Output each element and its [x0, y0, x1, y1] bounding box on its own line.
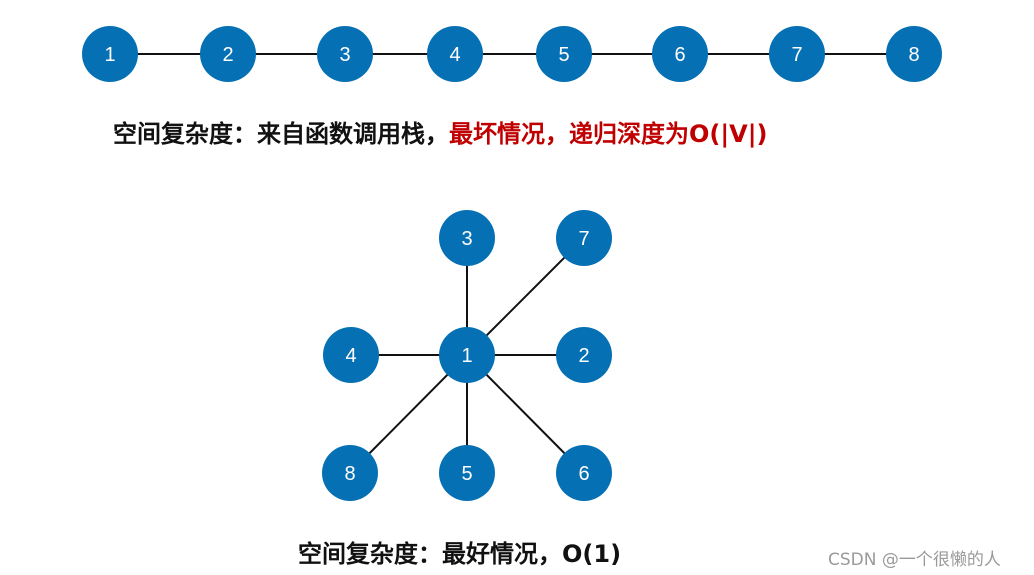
- path-node-4: [427, 26, 483, 82]
- star-node-8: [322, 445, 378, 501]
- path-node-label-4: 4: [449, 44, 460, 66]
- path-node-3: [317, 26, 373, 82]
- star-node-2: [556, 327, 612, 383]
- star-node-label-5: 5: [461, 463, 472, 485]
- path-node-label-6: 6: [674, 44, 685, 66]
- path-node-label-1: 1: [104, 44, 115, 66]
- star-node-label-6: 6: [578, 463, 589, 485]
- path-node-label-8: 8: [908, 44, 919, 66]
- path-graph: 1 2 3 4 5 6 7 8: [82, 26, 942, 82]
- path-node-label-3: 3: [339, 44, 350, 66]
- star-node-label-3: 3: [461, 228, 472, 250]
- path-node-label-5: 5: [558, 44, 569, 66]
- star-node-4: [323, 327, 379, 383]
- star-graph: 1 2 3 4 5 6 7 8: [322, 210, 612, 501]
- star-node-label-1: 1: [461, 345, 472, 367]
- star-node-5: [439, 445, 495, 501]
- star-node-label-8: 8: [344, 463, 355, 485]
- watermark: CSDN @一个很懒的人: [828, 550, 1001, 570]
- worst-case-caption-prefix: 空间复杂度：来自函数调用栈，: [113, 120, 449, 148]
- path-node-label-7: 7: [791, 44, 802, 66]
- star-node-1: [439, 327, 495, 383]
- worst-case-caption-highlight: 最坏情况，递归深度为: [449, 120, 689, 148]
- worst-case-caption-formula: O(|V|): [689, 120, 768, 148]
- best-case-caption: 空间复杂度：最好情况，O(1): [298, 540, 622, 568]
- star-node-7: [556, 210, 612, 266]
- path-node-label-2: 2: [222, 44, 233, 66]
- worst-case-caption: 空间复杂度：来自函数调用栈，最坏情况，递归深度为O(|V|): [113, 114, 767, 149]
- star-node-label-4: 4: [345, 345, 356, 367]
- path-node-5: [536, 26, 592, 82]
- path-node-8: [886, 26, 942, 82]
- path-node-2: [200, 26, 256, 82]
- star-node-label-2: 2: [578, 345, 589, 367]
- path-node-1: [82, 26, 138, 82]
- path-node-6: [652, 26, 708, 82]
- star-node-6: [556, 445, 612, 501]
- star-node-3: [439, 210, 495, 266]
- path-node-7: [769, 26, 825, 82]
- star-node-label-7: 7: [578, 228, 589, 250]
